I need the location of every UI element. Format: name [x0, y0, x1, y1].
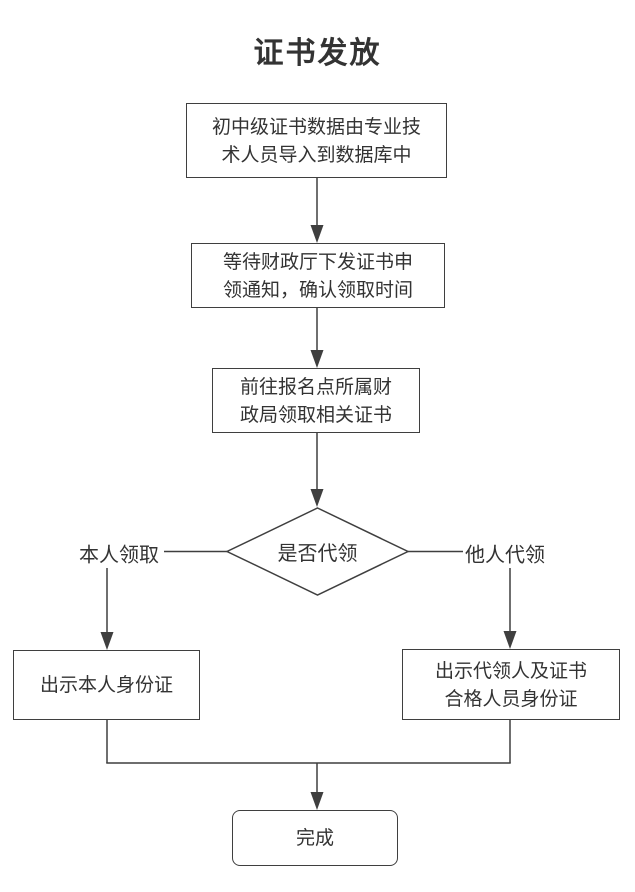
flow-step-show-own-id: 出示本人身份证 — [13, 650, 200, 720]
decision-diamond-shape — [225, 507, 410, 596]
decision-label: 是否代领 — [277, 541, 358, 565]
arrowhead-icon — [310, 792, 324, 810]
arrowhead-icon — [503, 631, 517, 649]
flow-step-show-proxy-id: 出示代领人及证书 合格人员身份证 — [402, 649, 620, 720]
flow-step-collect-certificate: 前往报名点所属财 政局领取相关证书 — [212, 368, 420, 433]
branch-label-proxy-collect: 他人代领 — [463, 538, 547, 568]
arrowhead-icon — [310, 489, 324, 507]
flow-step-import-data: 初中级证书数据由专业技 术人员导入到数据库中 — [186, 103, 447, 178]
flow-end-node: 完成 — [232, 810, 398, 866]
arrowhead-icon — [310, 350, 324, 368]
arrowhead-icon — [100, 632, 114, 650]
branch-label-self-collect: 本人领取 — [77, 538, 161, 568]
arrowhead-icon — [310, 225, 324, 243]
flow-step-wait-notice: 等待财政厅下发证书申 领通知，确认领取时间 — [191, 243, 445, 308]
page-title: 证书发放 — [253, 36, 382, 71]
